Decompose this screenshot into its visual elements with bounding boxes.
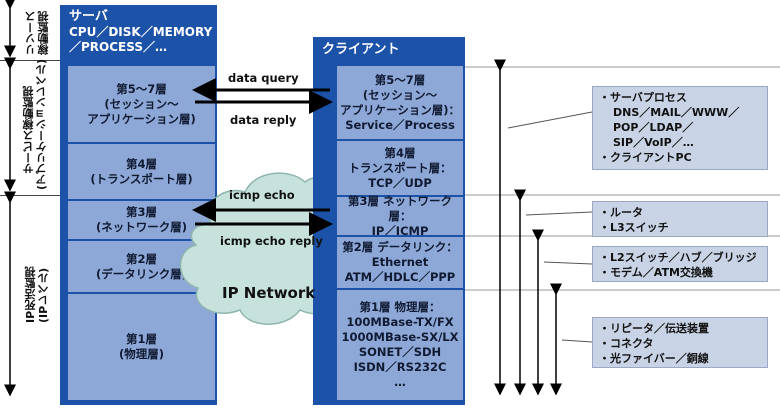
side-divider bbox=[0, 195, 68, 196]
icmp-echo-label: icmp echo bbox=[229, 188, 295, 202]
icmp-echo-reply-label: icmp echo reply bbox=[220, 234, 323, 248]
note-app-layer: ・サーバプロセス DNS／MAIL／WWW／ POP／LDAP／ SIP／VoI… bbox=[592, 86, 768, 170]
server-layer-5-7: 第5〜7層(セッション〜アプリケーション層) bbox=[68, 64, 215, 142]
server-layer-3: 第3層(ネットワーク層) bbox=[68, 199, 215, 239]
client-layer-3: 第3層 ネットワーク層：IP／ICMP bbox=[337, 194, 463, 238]
client-title: クライアント bbox=[322, 42, 400, 57]
note-l1: ・リピータ／伝送装置 ・コネクタ ・光ファイバー／銅線 bbox=[592, 317, 768, 368]
client-panel: クライアント 第5〜7層(セッション〜アプリケーション層)：Service／Pr… bbox=[313, 37, 465, 405]
client-layer-4: 第4層トランスポート層：TCP／UDP bbox=[337, 139, 463, 195]
side-divider bbox=[0, 60, 68, 61]
server-panel: サーバ CPU／DISK／MEMORY／PROCESS／… 第5〜7層(セッショ… bbox=[60, 5, 217, 405]
server-title: サーバ bbox=[69, 9, 108, 24]
server-layer-1: 第1層(物理層) bbox=[68, 292, 215, 400]
server-resources: CPU／DISK／MEMORY／PROCESS／… bbox=[69, 25, 213, 54]
server-layer-4: 第4層(トランスポート層) bbox=[68, 142, 215, 199]
side-axis: リソース 稼動監視 サービス稼動監視 (アプリケーションレベル) IP死活監視 … bbox=[0, 0, 70, 410]
client-layer-5-7: 第5〜7層(セッション〜アプリケーション層)：Service／Process bbox=[337, 64, 463, 139]
data-query-label: data query bbox=[228, 71, 299, 85]
ip-network-label: IP Network bbox=[222, 284, 316, 302]
note-l2: ・L2スイッチ／ハブ／ブリッジ ・モデム／ATM交換機 bbox=[592, 246, 768, 282]
note-l3: ・ルータ ・L3スイッチ bbox=[592, 201, 768, 237]
data-reply-label: data reply bbox=[230, 113, 297, 127]
